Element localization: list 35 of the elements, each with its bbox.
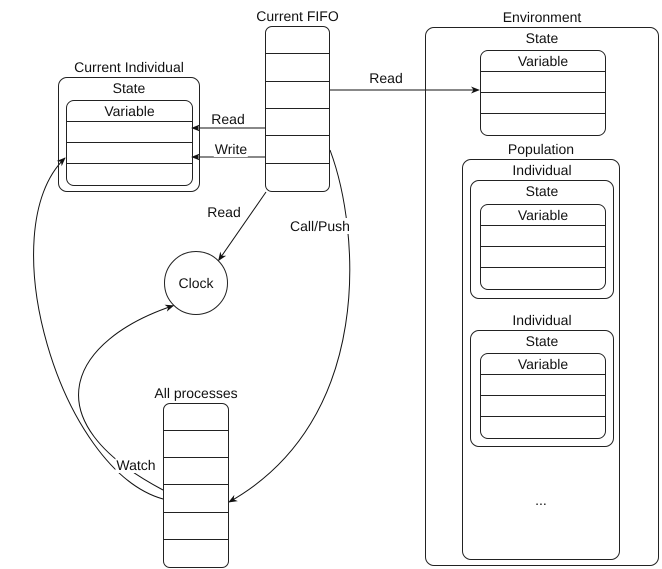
variable-table <box>480 50 606 136</box>
node-label: Clock <box>178 275 214 291</box>
inner-title: ... <box>534 492 548 508</box>
table-header: Variable <box>518 207 568 223</box>
inner-title: State <box>524 183 560 199</box>
node-heading: Individual <box>512 312 572 328</box>
node-heading: All processes <box>154 385 238 401</box>
edge-label: Read <box>210 111 246 127</box>
edge-label: Read <box>368 70 404 86</box>
table-header: Variable <box>104 103 155 119</box>
clock-circle <box>164 251 228 315</box>
arrow <box>218 192 266 262</box>
edge-label: Watch <box>115 457 157 473</box>
edge-label: Write <box>214 141 248 157</box>
variable-table <box>480 204 606 290</box>
inner-title: State <box>524 333 560 349</box>
arrow <box>34 157 164 500</box>
variable-table <box>480 353 606 439</box>
node-heading: Current Individual <box>74 59 184 75</box>
edge-label: Call/Push <box>289 218 351 234</box>
node-heading: Individual <box>512 162 572 178</box>
table-header: Variable <box>518 53 568 69</box>
inner-title: State <box>112 80 146 96</box>
arrow <box>191 124 266 132</box>
node-heading: Population <box>508 141 574 157</box>
node-heading: Current FIFO <box>256 8 339 24</box>
variable-table <box>66 100 193 186</box>
arrow <box>191 153 266 161</box>
arrow <box>78 305 174 490</box>
node-heading: Environment <box>502 9 582 25</box>
arrow <box>330 86 480 94</box>
inner-title: State <box>524 30 560 46</box>
edge-label: Read <box>206 204 242 220</box>
table-header: Variable <box>518 356 568 372</box>
arrow <box>228 150 350 502</box>
